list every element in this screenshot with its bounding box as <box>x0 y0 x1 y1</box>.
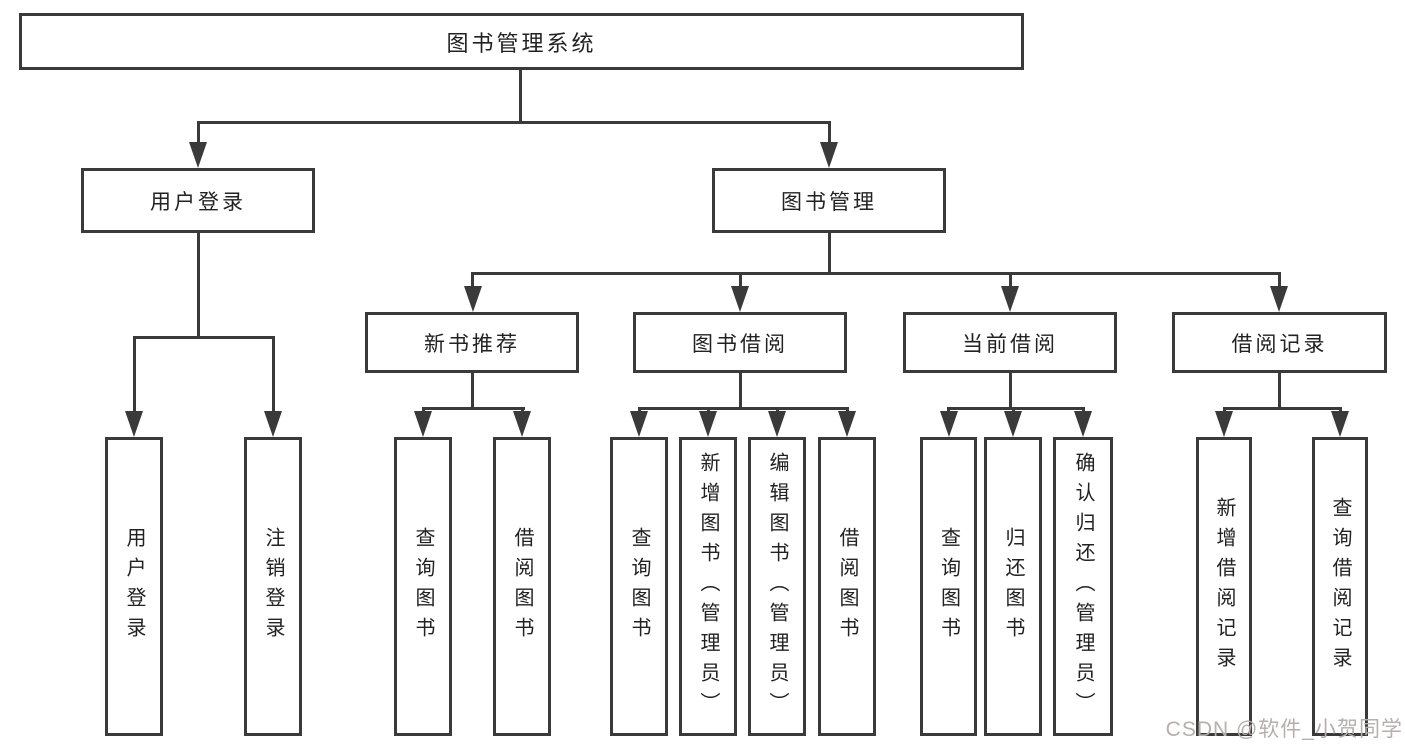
leaf-label: 查询图书 <box>937 526 960 647</box>
connector-drop <box>271 336 275 414</box>
arrowhead-down-icon <box>189 142 207 168</box>
connector-drop <box>1338 407 1342 413</box>
connector-drop <box>947 407 950 413</box>
connector-root-bar <box>196 121 831 124</box>
connector-drop <box>637 407 641 413</box>
arrowhead-down-icon <box>414 411 432 437</box>
connector-drop <box>471 272 474 289</box>
arrowhead-down-icon <box>731 286 749 312</box>
connector-drop <box>1277 272 1281 289</box>
leaf-query-book-current: 查询图书 <box>920 437 977 736</box>
leaf-label: 查询图书 <box>412 526 434 647</box>
connector-drop <box>132 336 136 414</box>
leaf-label: 新增借阅记录 <box>1213 496 1235 677</box>
leaf-label: 查询借阅记录 <box>1329 496 1351 677</box>
csdn-watermark: CSDN @软件_小贺同学 <box>1165 718 1403 741</box>
connector-drop <box>196 121 200 147</box>
arrowhead-down-icon <box>463 286 482 312</box>
connector-drop <box>1008 272 1012 289</box>
connector-book-mgmt-bar <box>471 272 1281 275</box>
arrowhead-down-icon <box>630 411 648 437</box>
arrowhead-down-icon <box>768 411 786 437</box>
node-user-login: 用户登录 <box>81 168 315 233</box>
arrowhead-down-icon <box>1001 286 1019 312</box>
node-root: 图书管理系统 <box>19 13 1024 70</box>
connector-borrow-stem <box>738 373 742 407</box>
leaf-label: 新增图书（管理员） <box>697 451 719 722</box>
node-borrow-records: 借阅记录 <box>1172 312 1387 373</box>
arrowhead-down-icon <box>838 411 856 437</box>
connector-records-bar <box>1222 407 1342 410</box>
leaf-query-book-borrow: 查询图书 <box>610 437 668 736</box>
arrowhead-down-icon <box>264 411 282 437</box>
arrowhead-down-icon <box>125 411 143 437</box>
leaf-query-book-recommend: 查询图书 <box>394 437 452 736</box>
leaf-label: 借阅图书 <box>836 526 858 647</box>
leaf-edit-book-admin: 编辑图书（管理员） <box>748 437 806 736</box>
node-current-borrow: 当前借阅 <box>903 312 1117 373</box>
connector-current-stem <box>1008 373 1012 407</box>
leaf-query-borrow-record: 查询借阅记录 <box>1312 437 1368 736</box>
node-book-management: 图书管理 <box>712 168 946 233</box>
leaf-label: 查询图书 <box>628 526 650 647</box>
leaf-add-book-admin: 新增图书（管理员） <box>679 437 737 736</box>
leaf-label: 编辑图书（管理员） <box>766 451 788 722</box>
connector-drop <box>1222 407 1226 413</box>
arrowhead-down-icon <box>1004 411 1022 437</box>
connector-drop <box>775 407 779 413</box>
leaf-borrow-book-recommend: 借阅图书 <box>493 437 551 736</box>
arrowhead-down-icon <box>699 411 717 437</box>
node-label: 新书推荐 <box>424 332 520 356</box>
arrowhead-down-icon <box>1270 286 1288 312</box>
arrowhead-down-icon <box>513 411 531 437</box>
connector-book-mgmt-stem <box>827 233 831 272</box>
connector-new-book-stem <box>471 373 474 407</box>
connector-user-login-stem <box>196 233 200 336</box>
connector-drop <box>421 407 425 413</box>
leaf-label: 确认归还（管理员） <box>1072 451 1094 722</box>
leaf-user-login: 用户登录 <box>105 437 163 736</box>
connector-drop <box>520 407 524 413</box>
leaf-label: 借阅图书 <box>511 526 533 647</box>
connector-current-bar <box>947 407 1084 410</box>
node-label: 借阅记录 <box>1231 332 1328 356</box>
leaf-label: 用户登录 <box>123 526 145 647</box>
connector-records-stem <box>1278 373 1281 407</box>
leaf-confirm-return-admin: 确认归还（管理员） <box>1053 437 1113 736</box>
leaf-add-borrow-record: 新增借阅记录 <box>1196 437 1252 736</box>
connector-root-stem <box>518 69 522 121</box>
node-label: 图书管理 <box>781 190 877 214</box>
connector-drop <box>738 272 742 289</box>
leaf-label: 归还图书 <box>1002 526 1024 647</box>
connector-new-book-bar <box>421 407 525 410</box>
leaf-return-book: 归还图书 <box>984 437 1042 736</box>
connector-drop <box>706 407 710 413</box>
connector-drop <box>1011 407 1015 413</box>
node-book-borrow: 图书借阅 <box>633 312 847 373</box>
leaf-logout-login: 注销登录 <box>244 437 302 736</box>
arrowhead-down-icon <box>1215 411 1233 437</box>
node-label: 图书借阅 <box>692 332 788 356</box>
connector-drop <box>827 121 831 147</box>
connector-drop <box>1081 407 1085 413</box>
arrowhead-down-icon <box>939 411 958 437</box>
connector-borrow-bar <box>637 407 849 410</box>
leaf-borrow-book: 借阅图书 <box>818 437 876 736</box>
arrowhead-down-icon <box>820 142 838 168</box>
node-label: 当前借阅 <box>962 332 1058 356</box>
leaf-label: 注销登录 <box>262 526 284 647</box>
node-new-book-recommend: 新书推荐 <box>365 312 579 373</box>
arrowhead-down-icon <box>1074 411 1092 437</box>
connector-user-login-bar <box>132 336 275 339</box>
arrowhead-down-icon <box>1331 411 1349 437</box>
connector-drop <box>845 407 849 413</box>
node-root-label: 图书管理系统 <box>446 30 597 56</box>
node-label: 用户登录 <box>150 190 246 214</box>
